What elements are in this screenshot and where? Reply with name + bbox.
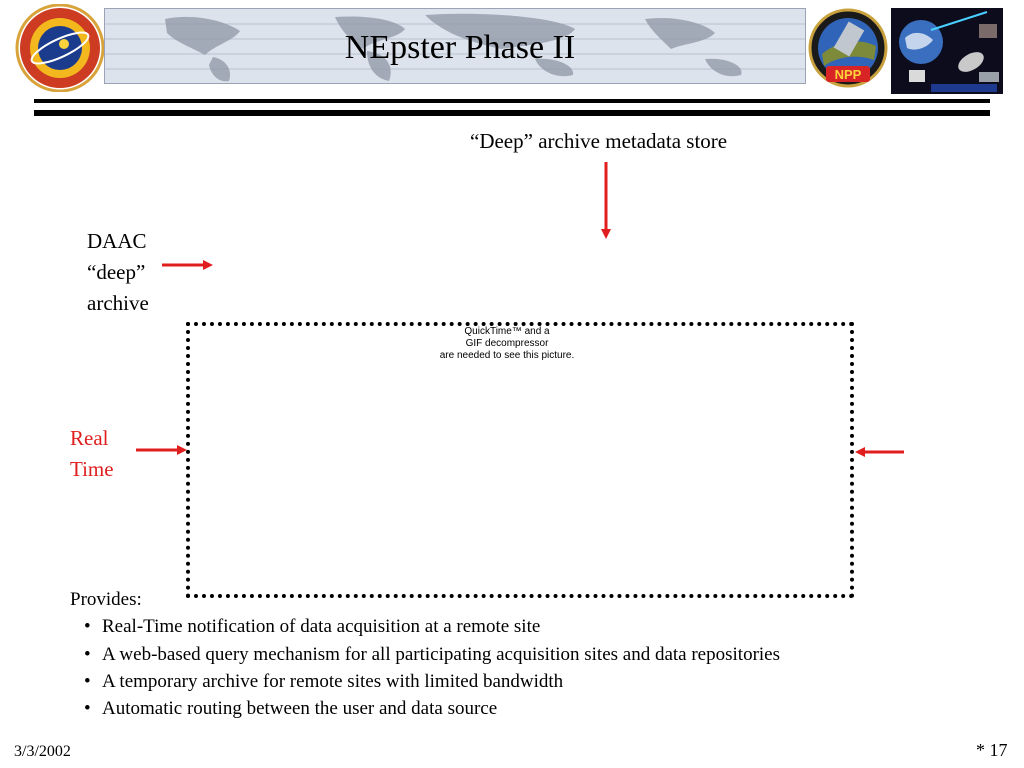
realtime-label-line: Time — [70, 457, 114, 481]
bullet-glyph: • — [84, 644, 91, 665]
realtime-label: Real Time — [70, 423, 114, 485]
placeholder-line: GIF decompressor — [465, 338, 549, 349]
slide-title: NEpster Phase II — [344, 29, 576, 66]
realtime-label-line: Real — [70, 426, 109, 450]
quicktime-placeholder-message: QuickTime™ and a GIF decompressor are ne… — [400, 326, 614, 362]
header-rule-thin — [34, 99, 990, 103]
list-item: • A temporary archive for remote sites wi… — [84, 670, 563, 694]
slide-number: * 17 — [976, 740, 1008, 760]
list-item: • Real-Time notification of data acquisit… — [84, 615, 540, 639]
list-item-text: Real-Time notification of data acquisiti… — [102, 616, 541, 637]
npp-mission-logo: NPP — [808, 4, 888, 92]
bullet-glyph: • — [84, 616, 91, 637]
realtime-direct-readout-logo — [891, 8, 1003, 94]
daac-label-line: “deep” — [87, 260, 146, 284]
metadata-store-label: “Deep” archive metadata store — [470, 129, 728, 153]
header-rule-thick — [34, 110, 990, 116]
list-item-text: A temporary archive for remote sites wit… — [102, 671, 564, 692]
list-item-text: A web-based query mechanism for all part… — [102, 644, 780, 665]
world-map-banner — [104, 8, 806, 84]
picture-placeholder-box — [186, 322, 854, 598]
bullet-glyph: • — [84, 698, 91, 719]
provides-heading: Provides: — [70, 589, 142, 610]
daac-archive-label: DAAC “deep” archive — [87, 226, 177, 319]
daac-label-line: DAAC — [87, 229, 147, 253]
npp-badge-text: NPP — [835, 67, 862, 82]
daac-label-line: archive — [87, 291, 149, 315]
list-item-text: Automatic routing between the user and d… — [102, 698, 498, 719]
list-item: • Automatic routing between the user and … — [84, 697, 497, 721]
list-item: • A web-based query mechanism for all par… — [84, 643, 780, 667]
placeholder-line: are needed to see this picture. — [439, 350, 575, 361]
footer-date: 3/3/2002 — [14, 743, 71, 760]
nasa-logo — [14, 3, 106, 93]
bullet-glyph: • — [84, 671, 91, 692]
placeholder-line: QuickTime™ and a — [464, 326, 550, 337]
